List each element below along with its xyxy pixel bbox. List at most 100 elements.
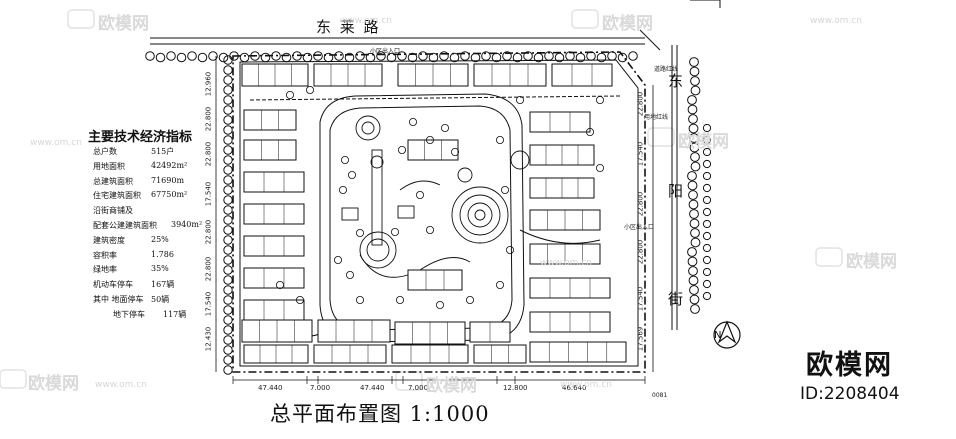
dim-bottom-6: 46.640	[562, 384, 587, 392]
corner-code: 0081	[652, 392, 668, 399]
tree-icon	[460, 51, 470, 61]
watermark-text: 欧模网	[28, 374, 79, 394]
tree-icon	[689, 285, 699, 295]
building-block	[473, 344, 527, 364]
index-key: 绿地率	[93, 265, 117, 275]
tree-icon	[596, 96, 605, 105]
tree-icon	[495, 280, 504, 289]
tree-icon	[223, 55, 233, 65]
watermark-url: www.om.cn	[540, 258, 592, 268]
tree-icon	[702, 159, 712, 169]
tree-icon	[702, 207, 712, 217]
dim-left-3: 22.800	[204, 141, 213, 167]
dim-left-2: 22.800	[204, 106, 213, 132]
dim-bottom-4: 7.000	[408, 384, 429, 392]
tree-icon	[688, 190, 698, 200]
index-key: 用地面积	[93, 161, 125, 171]
tree-icon	[386, 52, 397, 63]
index-value: 515户	[151, 147, 175, 156]
tree-icon	[702, 267, 712, 277]
index-value: 3940m²	[171, 219, 203, 229]
tree-icon	[338, 185, 347, 194]
index-value: 42492m²	[151, 160, 188, 170]
tree-icon	[702, 243, 712, 253]
tree-icon	[450, 147, 459, 156]
tree-icon	[449, 52, 460, 63]
tree-icon	[305, 86, 314, 95]
building-block	[407, 139, 459, 161]
tree-icon	[689, 294, 700, 305]
index-key: 其中 地面停车	[93, 294, 144, 304]
tree-icon	[223, 115, 233, 125]
index-value: 71690m	[151, 175, 185, 185]
tree-icon	[440, 124, 449, 133]
tree-icon	[495, 135, 504, 144]
tree-icon	[690, 152, 700, 162]
tree-icon	[239, 52, 250, 63]
tree-icon	[223, 65, 233, 75]
tree-icon	[628, 51, 638, 61]
tree-icon	[689, 66, 700, 77]
index-value: 35%	[151, 264, 169, 274]
tree-icon	[687, 180, 698, 191]
watermark-text: 欧模网	[678, 132, 729, 152]
road-redline-label: 道路红线	[654, 66, 679, 73]
dim-bottom-3: 47.440	[360, 384, 385, 392]
watermark-text: 欧模网	[846, 252, 897, 272]
dim-bottom-1: 47.440	[258, 384, 283, 392]
residential-buildings	[241, 63, 627, 364]
tree-icon	[687, 256, 698, 267]
tree-icon	[687, 95, 697, 105]
index-key: 总建筑面积	[93, 176, 133, 186]
tree-icon	[702, 231, 712, 241]
site-boundary	[215, 51, 654, 381]
tree-icon	[281, 52, 292, 63]
tree-icon	[596, 163, 605, 172]
north-arrow-label: N	[714, 330, 722, 341]
street-trees-top	[145, 51, 638, 63]
tree-icon	[689, 218, 700, 229]
tree-icon	[702, 255, 712, 265]
tree-icon	[465, 295, 474, 304]
tree-icon	[702, 183, 712, 193]
tree-icon	[505, 245, 514, 254]
tree-icon	[223, 355, 233, 365]
watermark-url: www.om.cn	[30, 138, 82, 148]
tree-icon	[688, 114, 698, 124]
tree-icon	[687, 104, 698, 115]
tree-icon	[334, 51, 344, 61]
dim-right-4: 22.800	[636, 239, 645, 265]
tree-icon	[376, 51, 386, 61]
tree-icon	[223, 335, 233, 345]
street-name-right-1: 东	[668, 72, 686, 90]
brand-id: ID:2208404	[800, 384, 900, 404]
street-name-right-2: 阳	[668, 182, 686, 200]
building-block	[243, 267, 305, 289]
tree-icon	[187, 51, 197, 61]
tree-icon	[295, 295, 304, 304]
tree-icon	[702, 171, 712, 181]
tree-icon	[345, 270, 354, 279]
tree-icon	[223, 105, 233, 115]
site-redline-label: 用地红线	[644, 114, 669, 121]
street-name-top: 东 莱 路	[316, 18, 381, 36]
tree-icon	[223, 285, 233, 295]
index-value: 167辆	[151, 280, 175, 290]
watermark-text: 欧模网	[426, 376, 477, 396]
index-title: 主要技术经济指标	[88, 130, 193, 145]
tree-icon	[702, 219, 712, 229]
watermark-url: www.om.cn	[95, 380, 147, 390]
watermark-text: 欧模网	[98, 14, 149, 34]
index-row: 总建筑面积 71690m	[93, 176, 243, 191]
dim-right-1: 22.800	[636, 91, 645, 117]
tree-icon	[285, 91, 294, 100]
tree-icon	[223, 345, 233, 355]
tree-icon	[223, 125, 233, 135]
tree-icon	[688, 275, 699, 286]
